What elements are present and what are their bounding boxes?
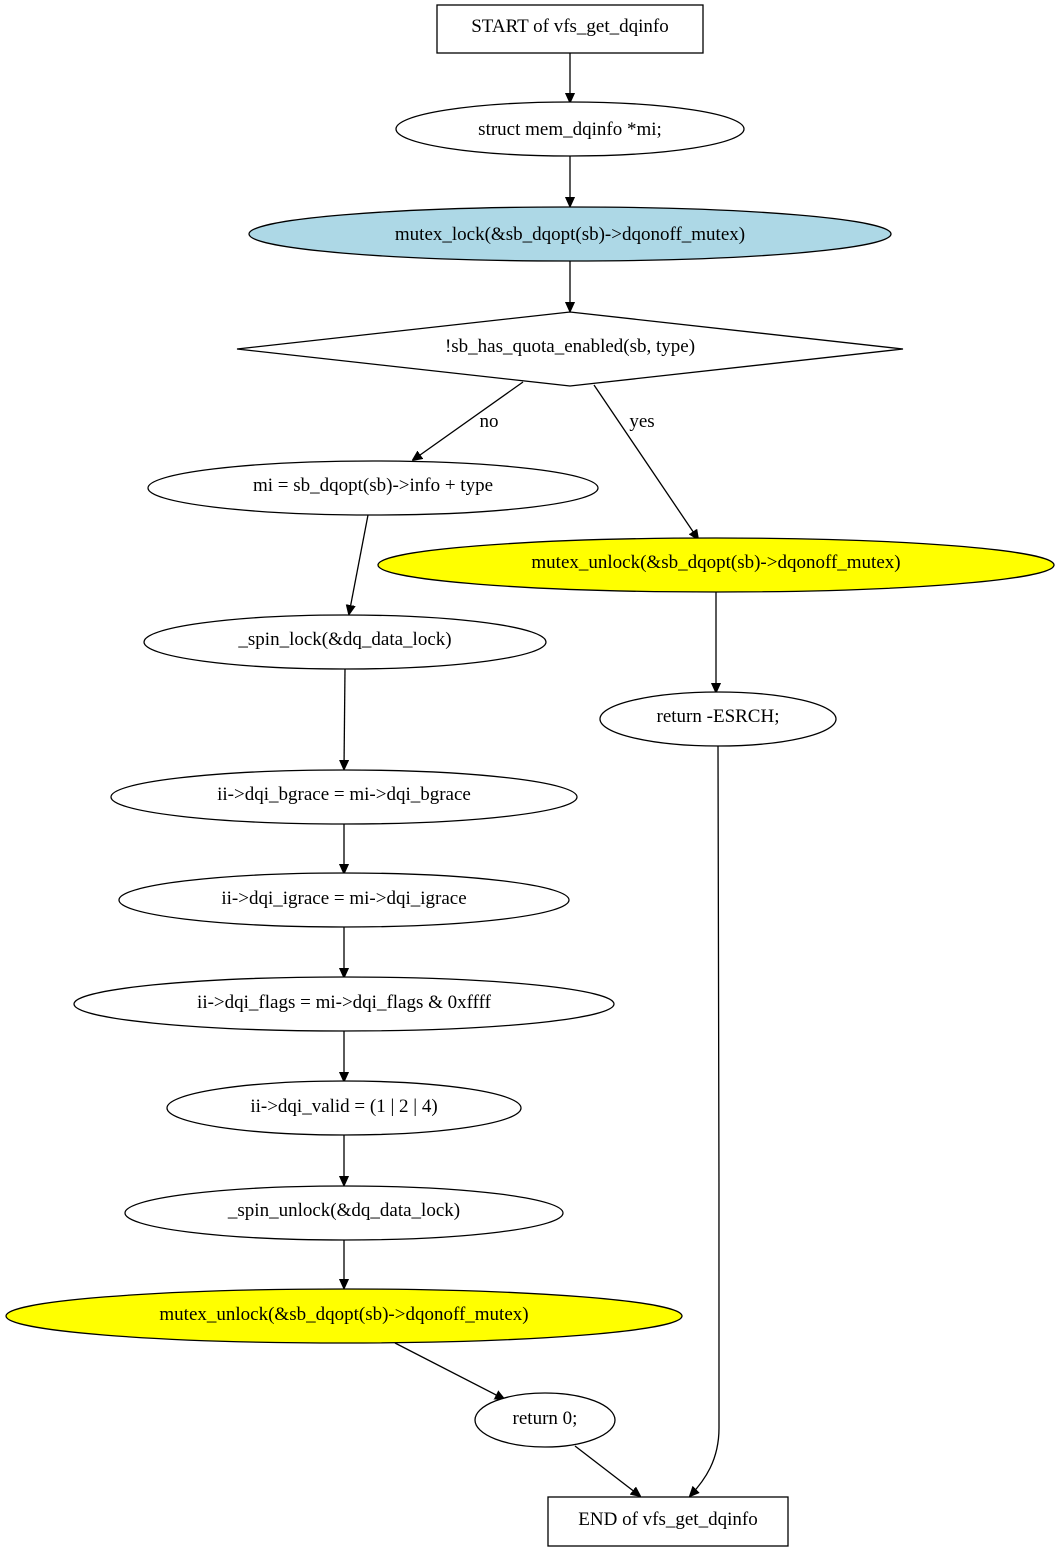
edge-condition-yes — [593, 384, 698, 539]
end-node: END of vfs_get_dqinfo — [547, 1496, 789, 1547]
edge-return-esrch-to-end — [690, 744, 720, 1496]
svg-text:struct mem_dqinfo *mi;: struct mem_dqinfo *mi; — [478, 119, 662, 140]
flags-node: ii->dqi_flags = mi->dqi_flags & 0xffff — [73, 976, 615, 1032]
spin-lock-node: _spin_lock(&dq_data_lock) — [143, 614, 547, 670]
return-zero-node: return 0; — [474, 1392, 616, 1448]
edge-condition-no — [413, 381, 524, 460]
edge-return-zero-to-end — [574, 1445, 640, 1496]
svg-text:ii->dqi_flags = mi->dqi_flags: ii->dqi_flags = mi->dqi_flags & 0xffff — [197, 992, 492, 1013]
mutex-unlock-right-node: mutex_unlock(&sb_dqopt(sb)->dqonoff_mute… — [377, 537, 1055, 593]
svg-text:mutex_unlock(&sb_dqopt(sb)->dq: mutex_unlock(&sb_dqopt(sb)->dqonoff_mute… — [159, 1304, 528, 1325]
svg-text:_spin_unlock(&dq_data_lock): _spin_unlock(&dq_data_lock) — [227, 1200, 460, 1221]
svg-text:return 0;: return 0; — [513, 1408, 578, 1429]
edges — [344, 53, 719, 1496]
declaration-node: struct mem_dqinfo *mi; — [395, 101, 745, 157]
mutex-lock-node: mutex_lock(&sb_dqopt(sb)->dqonoff_mutex) — [248, 206, 892, 262]
igrace-node: ii->dqi_igrace = mi->dqi_igrace — [118, 872, 570, 928]
edge-mutex-unlock-to-return-zero — [394, 1342, 504, 1399]
mutex-unlock-left-node: mutex_unlock(&sb_dqopt(sb)->dqonoff_mute… — [5, 1288, 683, 1344]
assign-mi-node: mi = sb_dqopt(sb)->info + type — [147, 460, 599, 516]
return-esrch-node: return -ESRCH; — [599, 691, 837, 747]
condition-node: !sb_has_quota_enabled(sb, type) — [236, 311, 904, 387]
svg-text:ii->dqi_valid = (1 | 2 | 4): ii->dqi_valid = (1 | 2 | 4) — [250, 1096, 437, 1117]
spin-unlock-node: _spin_unlock(&dq_data_lock) — [124, 1185, 564, 1241]
svg-text:mutex_lock(&sb_dqopt(sb)->dqon: mutex_lock(&sb_dqopt(sb)->dqonoff_mutex) — [395, 224, 745, 245]
svg-text:return -ESRCH;: return -ESRCH; — [657, 706, 780, 727]
svg-text:_spin_lock(&dq_data_lock): _spin_lock(&dq_data_lock) — [237, 629, 451, 650]
start-node: START of vfs_get_dqinfo — [436, 4, 704, 54]
svg-text:END of vfs_get_dqinfo: END of vfs_get_dqinfo — [578, 1509, 757, 1530]
svg-text:mutex_unlock(&sb_dqopt(sb)->dq: mutex_unlock(&sb_dqopt(sb)->dqonoff_mute… — [531, 552, 900, 573]
nodes: START of vfs_get_dqinfo struct mem_dqinf… — [5, 4, 1055, 1547]
svg-text:START of vfs_get_dqinfo: START of vfs_get_dqinfo — [471, 16, 669, 37]
edge-label-yes: yes — [629, 411, 654, 432]
bgrace-node: ii->dqi_bgrace = mi->dqi_bgrace — [110, 769, 578, 825]
svg-text:ii->dqi_bgrace = mi->dqi_bgrac: ii->dqi_bgrace = mi->dqi_bgrace — [217, 784, 471, 805]
edge-spin-lock-to-bgrace — [344, 668, 345, 769]
svg-text:!sb_has_quota_enabled(sb, type: !sb_has_quota_enabled(sb, type) — [445, 336, 695, 357]
svg-text:ii->dqi_igrace = mi->dqi_igrac: ii->dqi_igrace = mi->dqi_igrace — [221, 888, 466, 909]
edge-labels: no yes — [480, 411, 655, 432]
svg-text:mi = sb_dqopt(sb)->info + type: mi = sb_dqopt(sb)->info + type — [253, 475, 493, 496]
edge-assign-to-spin-lock — [349, 514, 369, 614]
valid-node: ii->dqi_valid = (1 | 2 | 4) — [166, 1080, 522, 1136]
edge-label-no: no — [480, 411, 499, 432]
